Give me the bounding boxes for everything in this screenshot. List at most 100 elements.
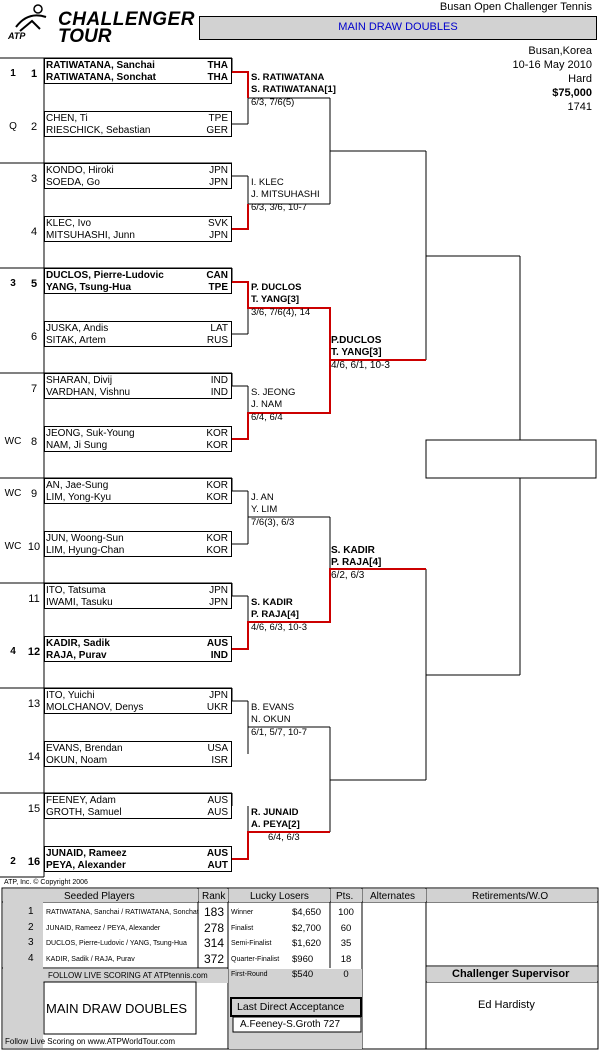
player-country: IND — [210, 387, 228, 398]
seed-number: 3 — [28, 937, 34, 948]
team-name: P. RAJA[4] — [331, 557, 382, 568]
rank-header: Rank — [202, 891, 226, 902]
points-header: Pts. — [336, 891, 354, 902]
supervisor-name: Ed Hardisty — [478, 999, 535, 1011]
draw-box — [44, 793, 232, 819]
team-name: J. MITSUHASHI — [251, 189, 320, 200]
team-name: P. DUCLOS — [251, 282, 302, 293]
player-country: UKR — [206, 702, 228, 713]
copyright: ATP, Inc. © Copyright 2006 — [4, 879, 88, 886]
seed-team: RATIWATANA, Sanchai / RATIWATANA, Soncha… — [46, 909, 199, 916]
match-score: 7/6(3), 6/3 — [251, 517, 295, 528]
player-name: ITO, Yuichi — [46, 690, 95, 701]
seed-number: 2 — [28, 921, 34, 933]
prize-round: Winner — [231, 909, 254, 916]
prize-round: Finalist — [231, 924, 254, 932]
draw-position: 7 — [30, 383, 38, 395]
draw-position: 6 — [30, 331, 38, 343]
player-country: IND — [210, 650, 228, 661]
player-country: USA — [207, 743, 228, 754]
prize-money: $2,700 — [292, 922, 322, 934]
player-name: JUNAID, Rameez — [46, 848, 127, 859]
draw-box — [44, 216, 232, 242]
seed-rank: 183 — [204, 905, 225, 919]
team-name: R. JUNAID — [251, 807, 299, 818]
match-score: 6/3, 3/6, 10-7 — [251, 202, 307, 213]
title-banner — [199, 16, 597, 40]
match-score: 6/1, 5/7, 10-7 — [251, 727, 307, 738]
prize-round: Semi-Finalist — [231, 940, 272, 947]
player-name: JEONG, Suk-Young — [46, 428, 135, 439]
player-country: IND — [210, 375, 228, 386]
player-name: NAM, Ji Sung — [46, 440, 108, 451]
player-name: VARDHAN, Vishnu — [46, 387, 131, 398]
team-name: A. PEYA[2] — [251, 819, 300, 830]
player-country: TPE — [208, 113, 228, 124]
player-name: LIM, Hyung-Chan — [46, 545, 125, 556]
player-country: KOR — [206, 533, 228, 544]
draw-position: 10 — [27, 541, 41, 553]
follow-scoring-link[interactable]: Follow Live Scoring on www.ATPWorldTour.… — [5, 1037, 175, 1046]
prize-points: 0 — [343, 969, 349, 980]
player-country: AUS — [206, 848, 228, 859]
draw-box — [44, 321, 232, 347]
player-country: AUT — [207, 860, 228, 871]
supervisor-label: Challenger Supervisor — [452, 968, 570, 980]
team-name: S. RATIWATANA — [251, 72, 325, 83]
player-name: DUCLOS, Pierre-Ludovic — [46, 270, 164, 281]
tournament-prize: $75,000 — [552, 87, 592, 99]
prize-money: $1,620 — [292, 938, 322, 949]
draw-box — [44, 58, 232, 84]
prize-points: 18 — [340, 953, 352, 965]
draw-position: 14 — [27, 751, 41, 763]
draw-box — [44, 583, 232, 609]
draw-position: 1 — [30, 68, 38, 80]
draw-position: 4 — [30, 226, 38, 238]
draw-box — [44, 426, 232, 452]
player-country: LAT — [210, 323, 228, 334]
player-country: JPN — [209, 585, 228, 596]
player-country: AUS — [207, 795, 228, 806]
match-score: 6/4, 6/4 — [251, 412, 283, 423]
follow-scoring-small[interactable]: FOLLOW LIVE SCORING AT ATPtennis.com — [48, 971, 208, 980]
player-country: KOR — [206, 440, 228, 451]
draw-box — [44, 636, 232, 662]
alternates-header: Alternates — [370, 891, 416, 902]
logo-line-2: TOUR — [58, 26, 112, 47]
player-name: RAJA, Purav — [46, 650, 107, 661]
player-name: LIM, Yong-Kyu — [46, 492, 112, 503]
draw-box — [44, 688, 232, 714]
seed-rank: 278 — [204, 920, 225, 935]
player-name: SHARAN, Divij — [46, 375, 113, 386]
player-country: JPN — [209, 177, 228, 188]
match-score: 3/6, 7/6(4), 14 — [251, 307, 311, 318]
player-name: MITSUHASHI, Junn — [46, 230, 135, 241]
tournament-id: 1741 — [567, 101, 592, 113]
player-country: AUS — [206, 638, 228, 649]
draw-box — [44, 268, 232, 294]
player-name: ITO, Tatsuma — [46, 585, 106, 596]
player-country: ISR — [211, 755, 228, 766]
retirements-header: Retirements/W.O — [472, 891, 549, 902]
draw-position: 2 — [30, 121, 38, 133]
team-name: Y. LIM — [251, 504, 278, 515]
seeded-header: Seeded Players — [64, 891, 135, 902]
player-name: RIESCHICK, Sebastian — [46, 125, 151, 136]
seed-team: KADIR, Sadik / RAJA, Purav — [46, 955, 135, 963]
team-name: P.DUCLOS — [331, 335, 382, 346]
player-name: FEENEY, Adam — [46, 795, 116, 806]
prize-points: 60 — [340, 922, 352, 934]
team-name: T. YANG[3] — [331, 347, 382, 358]
team-name: S. JEONG — [251, 387, 296, 398]
tournament-dates: 10-16 May 2010 — [512, 59, 593, 71]
draw-position: 9 — [30, 488, 38, 500]
match-score: 4/6, 6/3, 10-3 — [251, 622, 307, 633]
prize-points: 100 — [338, 907, 354, 918]
match-score: 6/2, 6/3 — [331, 570, 365, 581]
team-name: S. KADIR — [251, 597, 293, 608]
seed-label: Q — [9, 121, 17, 132]
tournament-location: Busan,Korea — [528, 45, 592, 57]
prize-money: $4,650 — [292, 907, 322, 918]
seed-label: WC — [4, 436, 22, 447]
match-score: 6/4, 6/3 — [268, 832, 300, 843]
